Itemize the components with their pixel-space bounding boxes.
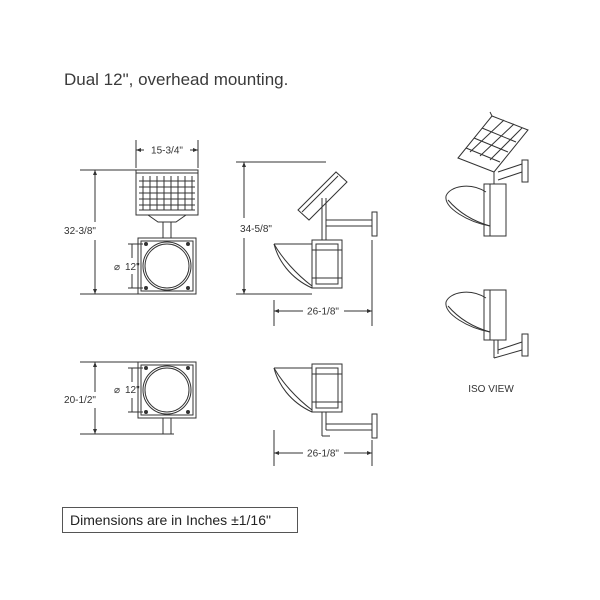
iso-view-plain xyxy=(445,289,529,359)
dim-lens-top: 12" xyxy=(125,262,140,273)
front-view-solar: 15-3/4" xyxy=(64,140,199,295)
dim-overall-height-plain: 20-1/2" xyxy=(64,395,96,406)
dim-arm-length-top: 26-1/8" xyxy=(307,307,339,318)
solar-panel-front xyxy=(135,169,199,223)
side-view-plain: 26-1/8" xyxy=(273,363,378,466)
dim-overall-height-solar: 32-3/8" xyxy=(64,226,96,237)
iso-view-solar xyxy=(445,111,529,237)
signal-head-front-top xyxy=(137,237,197,295)
page-title: Dual 12", overhead mounting. xyxy=(64,70,289,89)
footer-note: Dimensions are in Inches ±1/16" xyxy=(70,512,271,528)
signal-head-front-bottom xyxy=(137,361,197,419)
side-view-solar: 34-5/8" 26-1/8" xyxy=(236,161,378,326)
svg-text:⌀: ⌀ xyxy=(114,385,120,396)
dim-arm-length-bottom: 26-1/8" xyxy=(307,449,339,460)
iso-view-label: ISO VIEW xyxy=(468,384,514,395)
dim-panel-width: 15-3/4" xyxy=(151,146,183,157)
svg-text:⌀: ⌀ xyxy=(114,262,120,273)
dim-side-height-solar: 34-5/8" xyxy=(240,224,272,235)
front-view-plain: ⌀ 12" 20-1/2" xyxy=(64,361,197,435)
footer-note-box: Dimensions are in Inches ±1/16" xyxy=(62,507,298,533)
dim-lens-bottom: 12" xyxy=(125,385,140,396)
